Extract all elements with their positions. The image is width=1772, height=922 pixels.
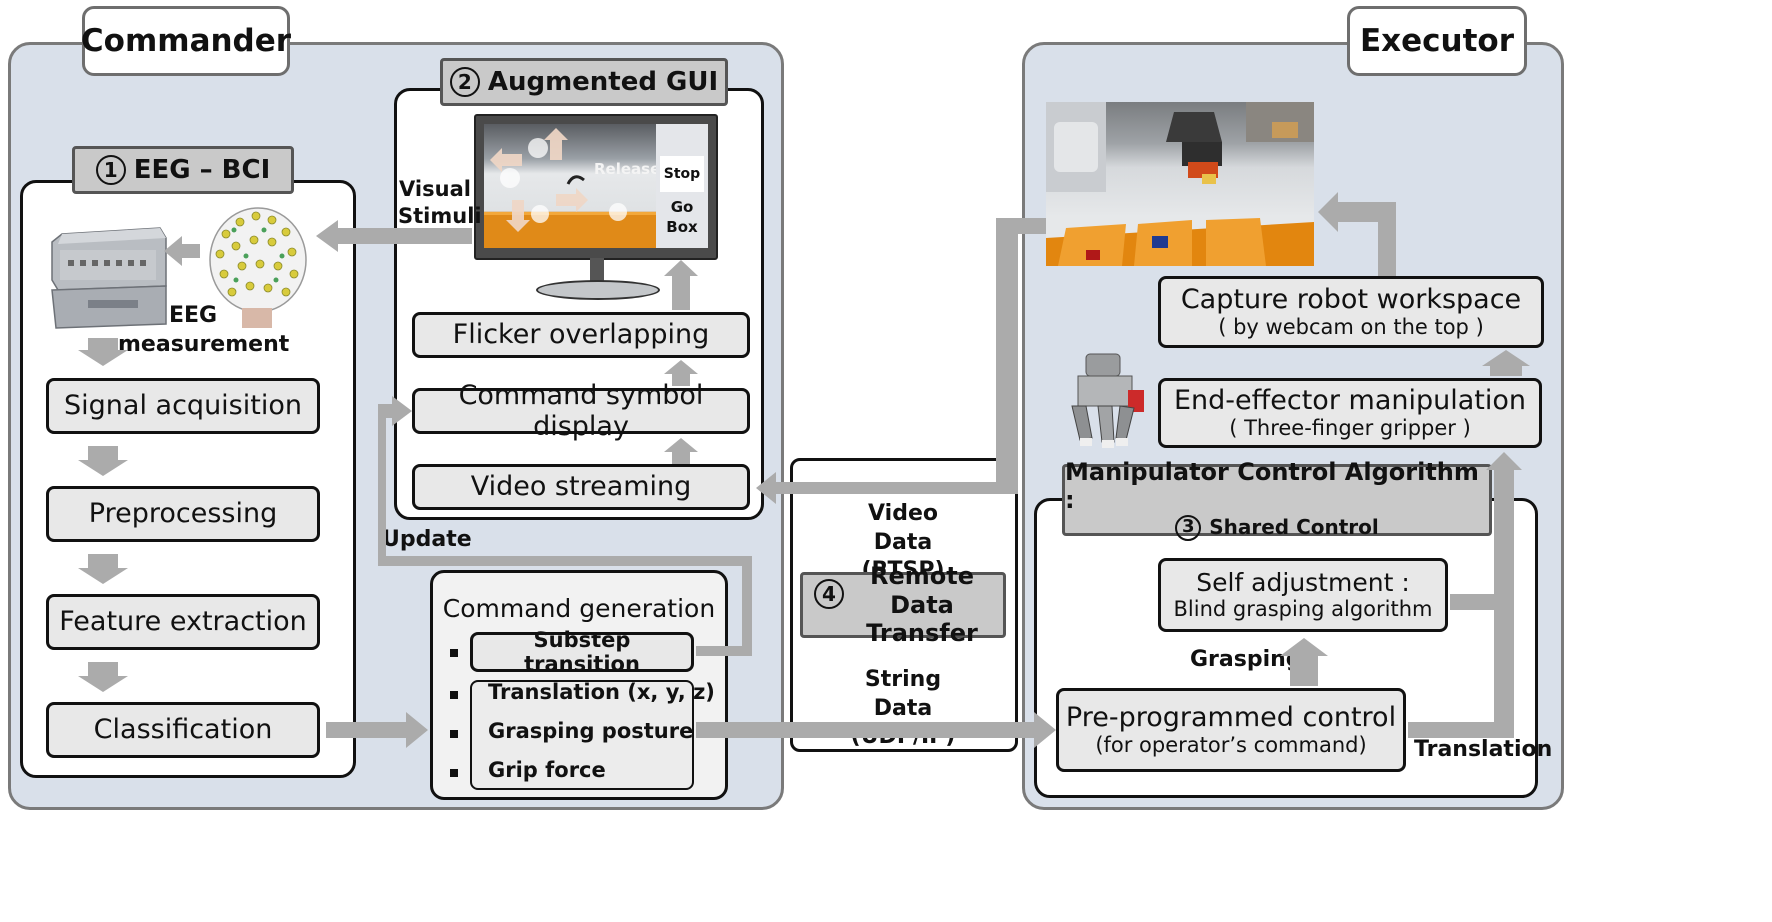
eeg-measurement-label: EEG measurement [118,303,290,357]
self-adjustment-box: Self adjustment : Blind grasping algorit… [1158,558,1448,632]
arrow-down [78,338,128,366]
capture-workspace-box: Capture robot workspace ( by webcam on t… [1158,276,1544,348]
arrow-string-data [696,712,1056,748]
arrow-down [78,446,128,476]
eeg-bci-title-text: EEG – BCI [133,155,271,185]
arrow-down [78,554,128,584]
arrow-to-end-effector [1408,452,1522,738]
feature-extraction-text: Feature extraction [59,606,307,638]
augmented-gui-title: 2 Augmented GUI [440,58,728,106]
arrow-up [1280,638,1328,686]
arrow-update [378,396,752,656]
preprog-line1: Pre-programmed control [1065,702,1397,734]
arrow-up [664,260,698,310]
self-adjustment-line2: Blind grasping algorithm [1173,597,1433,622]
executor-title: Executor [1347,6,1527,76]
arrow-up [664,360,698,386]
arrow-down [78,662,128,692]
command-items-group [470,680,694,790]
arrow-video-data [756,218,1046,504]
bullet [450,730,458,738]
grasping-label: Grasping [1190,647,1302,672]
feature-extraction-box: Feature extraction [46,594,320,650]
self-adjustment-line1: Self adjustment : [1196,567,1410,597]
gripper-image [1071,353,1144,448]
stop-go-panel: Stop Go Box [656,124,708,248]
commander-title: Commander [81,6,291,76]
go-box-label: Go Box [666,198,698,236]
update-label: Update [382,527,472,552]
classification-text: Classification [93,714,273,746]
classification-box: Classification [46,702,320,758]
bullet [450,649,458,657]
translation-item: Translation (x, y, z) [488,680,715,704]
stop-label: Stop [660,156,704,192]
command-symbol-box: Command symbol display [412,380,750,442]
algorithm-title-line1: Manipulator Control Algorithm : [1065,458,1479,514]
end-effector-line1: End-effector manipulation [1174,385,1526,417]
video-streaming-text: Video streaming [470,471,692,503]
monitor-screen: Release Stop Go Box [484,124,708,248]
monitor-stand [590,258,604,286]
arrow-right [326,712,428,748]
arrow-left [164,236,200,266]
remote-transfer-title: 4 Remote Data Transfer [800,562,1006,647]
translation-label: Translation [1414,737,1553,762]
arrow-left [316,220,472,252]
grip-force-item: Grip force [488,758,606,782]
command-generation-title: Command generation [442,594,716,623]
flicker-overlapping-text: Flicker overlapping [452,319,710,351]
command-symbol-text: Command symbol display [458,379,704,442]
remote-transfer-title-text: Remote Data Transfer [866,561,978,648]
arrow-to-webcam [1318,192,1396,276]
capture-line1: Capture robot workspace [1180,284,1522,316]
video-streaming-box: Video streaming [412,464,750,510]
eeg-cap-image [209,207,307,328]
substep-transition-text: Substep transition [524,627,640,676]
number-badge: 2 [449,67,480,97]
capture-line2: ( by webcam on the top ) [1218,315,1484,340]
signal-acquisition-box: Signal acquisition [46,378,320,434]
algorithm-title: Manipulator Control Algorithm : 3 Shared… [1062,459,1492,541]
number-badge: 1 [95,155,126,185]
visual-stimuli-label: Visual Stimuli [398,177,482,229]
eeg-amplifier-image [51,227,167,329]
eeg-bci-title: 1 EEG – BCI [72,146,294,194]
bullet [450,769,458,777]
number-badge: 3 [1175,514,1202,541]
preprog-line2: (for operator’s command) [1095,733,1367,758]
end-effector-box: End-effector manipulation ( Three-finger… [1158,378,1542,448]
arrow-up [664,438,698,464]
algorithm-subtitle: Shared Control [1209,515,1379,540]
preprocessing-text: Preprocessing [88,498,278,530]
webcam-scene [1046,102,1314,266]
flicker-overlapping-box: Flicker overlapping [412,312,750,358]
substep-transition-box: Substep transition [470,628,694,676]
augmented-gui-title-text: Augmented GUI [487,67,719,97]
monitor-base [536,280,660,300]
preprocessing-box: Preprocessing [46,486,320,542]
bullet [450,691,458,699]
release-label: Release [594,160,661,178]
grasping-posture-item: Grasping posture [488,719,694,743]
number-badge: 4 [814,579,844,609]
end-effector-line2: ( Three-finger gripper ) [1229,416,1471,441]
webcam-image [1046,102,1314,266]
preprogrammed-control-box: Pre-programmed control (for operator’s c… [1056,688,1406,772]
screen-arrows [490,128,627,232]
arrow-up [1482,350,1530,376]
signal-acquisition-text: Signal acquisition [64,390,302,422]
